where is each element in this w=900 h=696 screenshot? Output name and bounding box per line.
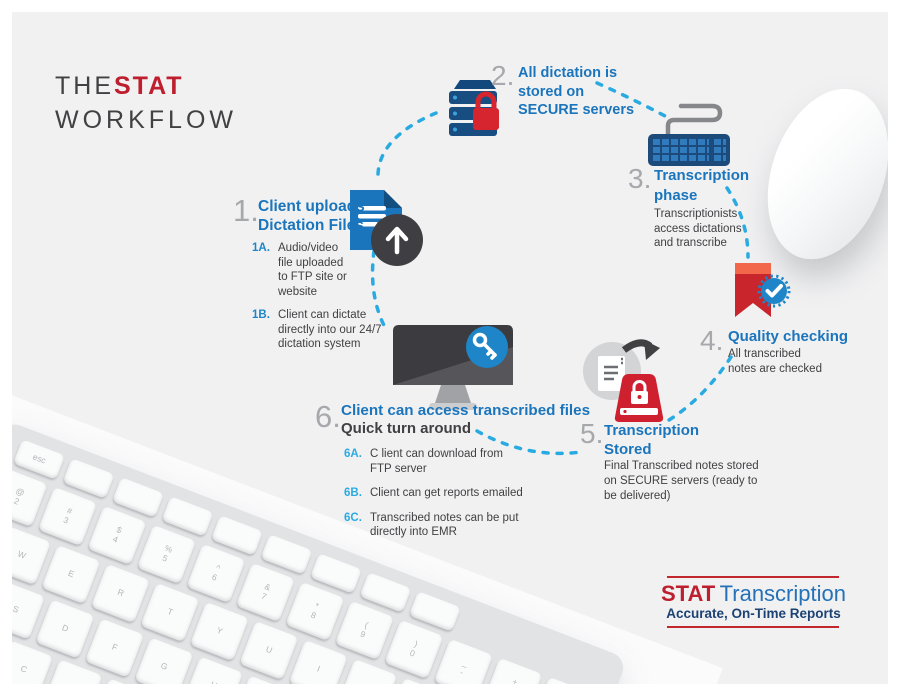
substep-6c: 6C. Transcribed notes can be put directl… <box>344 511 564 540</box>
logo-stat: STAT <box>661 581 716 606</box>
step-6-number: 6. <box>315 399 341 434</box>
substep-1b-label: 1B. <box>252 309 270 321</box>
step-4-heading: Quality checking <box>728 328 849 345</box>
secure-server-icon <box>449 80 499 136</box>
step-6-heading: Client can access transcribed files <box>341 402 591 419</box>
connector-2-3 <box>595 81 667 118</box>
step-4-number: 4. <box>700 325 724 356</box>
step-3-body: Transcriptionists access dictations and … <box>654 208 742 249</box>
frame-border-right <box>888 0 900 696</box>
logo-top-rule <box>667 576 839 578</box>
logo-wordmark: STAT Transcription <box>661 581 846 607</box>
substep-6a-label: 6A. <box>344 448 362 460</box>
connector-1-2 <box>376 109 443 176</box>
step-3-number: 3. <box>628 163 652 194</box>
step-4-body: All transcribed notes are checked <box>728 348 822 375</box>
step-3-heading: Transcription phase <box>654 167 750 204</box>
substep-1a-label: 1A. <box>252 242 270 254</box>
connector-5-6 <box>475 429 583 456</box>
step-5-number: 5. <box>580 418 604 449</box>
substep-6c-label: 6C. <box>344 511 362 524</box>
substep-6b-label: 6B. <box>344 487 362 499</box>
substep-1a-text: Audio/video file uploaded to FTP site or… <box>278 242 347 298</box>
substep-6c-text: Transcribed notes can be put directly in… <box>370 511 519 539</box>
frame-border-bottom <box>0 684 900 696</box>
secure-storage-icon <box>583 339 664 422</box>
step-6-substeps: 6A. C lient can download from FTP server… <box>344 447 564 549</box>
step-5-body: Final Transcribed notes stored on SECURE… <box>604 460 759 502</box>
substep-6b-text: Client can get reports emailed <box>370 487 523 499</box>
page-title: THESTAT WORKFLOW <box>55 72 237 135</box>
substep-1b-text: Client can dictate directly into our 24/… <box>278 309 382 350</box>
step-2-heading: All dictation is stored on SECURE server… <box>518 65 635 118</box>
title-the: THE <box>55 72 114 100</box>
monitor-key-icon <box>393 325 513 410</box>
keyboard-cable-icon <box>648 103 730 166</box>
step-1-substeps: 1A. Audio/video file uploaded to FTP sit… <box>252 241 387 361</box>
logo-bottom-rule <box>667 626 839 628</box>
frame-border-top <box>0 0 900 12</box>
upload-document-icon <box>350 190 423 266</box>
step-5-heading: Transcription Stored <box>604 422 700 458</box>
step-6-subheading: Quick turn around <box>341 420 472 437</box>
connector-6-1 <box>370 249 389 333</box>
substep-1a: 1A. Audio/video file uploaded to FTP sit… <box>252 241 387 299</box>
substep-6a: 6A. C lient can download from FTP server <box>344 447 564 476</box>
logo-tagline: Accurate, On-Time Reports <box>666 606 841 621</box>
title-workflow: WORKFLOW <box>55 106 237 134</box>
step-1-heading: Client uploads Dictation Files <box>258 198 365 234</box>
logo-name: Transcription <box>719 581 846 606</box>
substep-6b: 6B. Client can get reports emailed <box>344 486 564 501</box>
title-stat: STAT <box>114 72 184 100</box>
connector-4-5 <box>667 355 733 422</box>
quality-ribbon-icon <box>735 263 791 317</box>
substep-6a-text: C lient can download from FTP server <box>370 448 503 475</box>
step-1-number: 1. <box>233 193 259 228</box>
substep-1b: 1B. Client can dictate directly into our… <box>252 308 387 352</box>
frame-border-left <box>0 0 12 696</box>
step-2-number: 2. <box>491 60 515 91</box>
